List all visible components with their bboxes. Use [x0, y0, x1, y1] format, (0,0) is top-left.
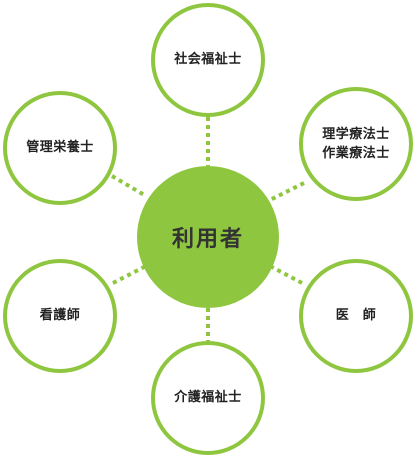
node-nurse: 看護師	[3, 259, 117, 373]
connector-upper-right	[269, 181, 305, 202]
node-therapists: 理学療法士 作業療法士	[299, 87, 413, 201]
node-care-worker-label: 介護福祉士	[174, 390, 242, 406]
node-social-worker: 社会福祉士	[151, 3, 265, 117]
connector-upper-left	[110, 174, 148, 198]
connector-lower-right	[269, 264, 303, 285]
node-physical-therapist-label: 理学療法士	[322, 126, 390, 142]
node-therapists-label: 理学療法士 作業療法士	[322, 125, 390, 164]
node-dietitian: 管理栄養士	[3, 91, 117, 205]
node-doctor-label: 医 師	[335, 308, 377, 324]
node-nurse-label: 看護師	[39, 308, 81, 324]
node-social-worker-label: 社会福祉士	[174, 52, 242, 68]
node-dietitian-label: 管理栄養士	[26, 140, 94, 156]
node-occupational-therapist-label: 作業療法士	[322, 146, 390, 161]
center-node-user: 利用者	[137, 166, 279, 308]
center-node-label: 利用者	[171, 227, 244, 252]
node-care-worker: 介護福祉士	[151, 341, 265, 455]
connector-lower-left	[112, 264, 147, 285]
node-doctor: 医 師	[299, 259, 413, 373]
